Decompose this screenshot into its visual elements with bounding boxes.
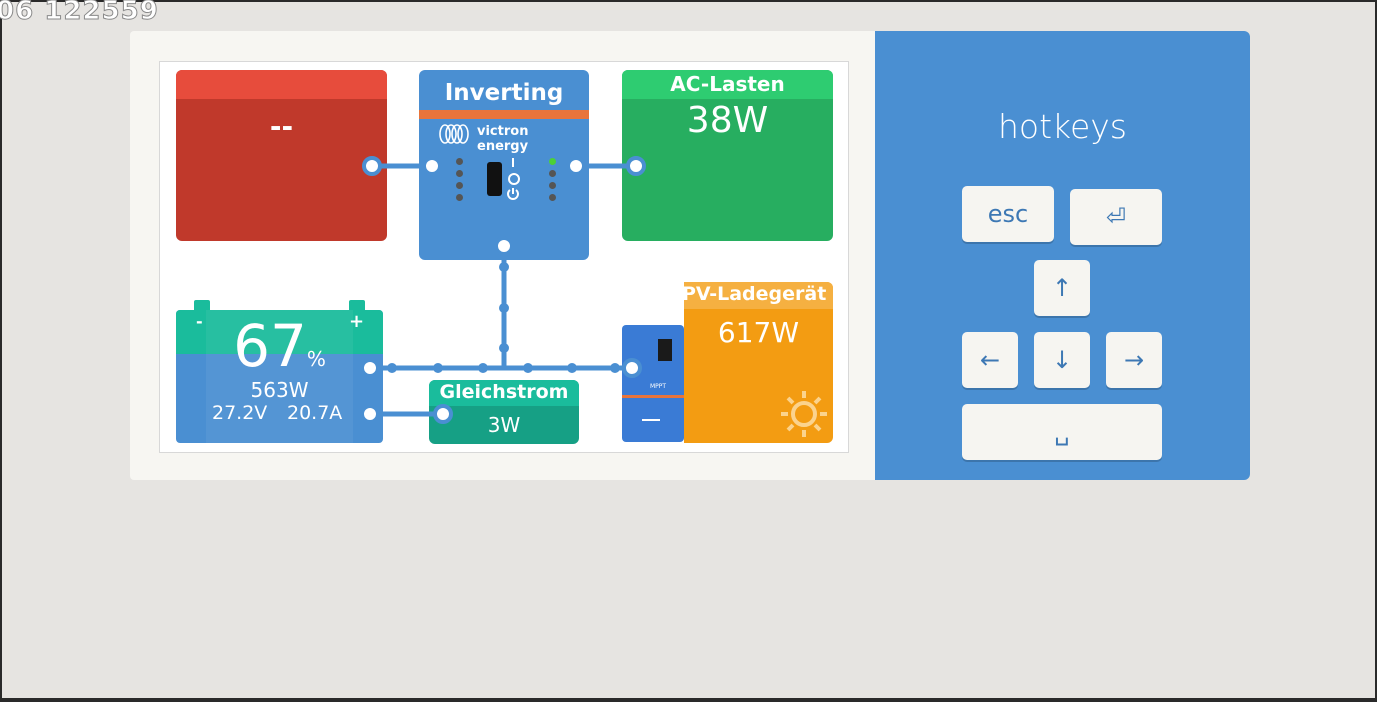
enter-key[interactable]: ⏎ [1070,189,1162,245]
pv-tile[interactable]: PV-Ladegerät 617W [684,282,833,443]
sun-icon [781,391,827,437]
battery-plus-label: + [349,311,365,332]
battery-soc-unit: % [306,347,326,371]
battery-soc-fill [176,310,383,354]
pv-title: PV-Ladegerät [684,283,827,305]
hotkeys-panel: hotkeys esc ⏎ ↑ ← ↓ → ␣ [875,31,1250,480]
battery-voltage: 27.2V [212,402,268,424]
grid-value: -- [269,110,294,143]
down-arrow-key[interactable]: ↓ [1034,332,1090,388]
switch-on-mark [512,158,514,167]
connection-lines [360,156,646,424]
battery-terminal-minus [194,300,210,310]
battery-soc-value: 67 [233,312,307,380]
mppt-label: MPPT [650,383,667,390]
frame-id-overlay: 06 122559 [0,0,159,27]
overview-screen: -- Inverting victron energy [159,61,849,453]
space-key[interactable]: ␣ [962,404,1162,460]
power-icon [507,188,519,200]
grid-tile[interactable]: -- [176,70,387,241]
hotkeys-title: hotkeys [997,107,1127,146]
inverter-tile[interactable]: Inverting victron energy [419,70,589,260]
battery-terminal-plus [349,300,365,310]
ac-loads-power: 38W [686,100,769,141]
victron-logo: victron energy [437,122,577,154]
power-switch[interactable] [487,162,502,196]
victron-logo-icon [439,124,469,144]
ac-loads-title: AC-Lasten [670,72,785,96]
battery-current: 20.7A [287,402,343,424]
ac-loads-tile[interactable]: AC-Lasten 38W [622,70,833,241]
brand-name: victron energy [477,124,529,154]
inverter-state: Inverting [444,80,564,106]
battery-power: 563W [250,378,309,402]
pv-power: 617W [717,316,800,349]
left-arrow-key[interactable]: ← [962,332,1018,388]
up-arrow-key[interactable]: ↑ [1034,260,1090,316]
right-arrow-key[interactable]: → [1106,332,1162,388]
battery-tile[interactable]: - + 67% 563W 27.2V 20.7A [176,300,383,443]
dc-tile[interactable]: Gleichstrom 3W [429,380,579,444]
switch-off-mark [508,173,520,185]
battery-minus-label: - [196,312,203,331]
esc-key[interactable]: esc [962,186,1054,242]
dc-power: 3W [487,413,521,437]
pv-charger-device: MPPT [622,325,684,442]
battery-soc: 67% [176,312,383,380]
dc-title: Gleichstrom [439,381,569,403]
